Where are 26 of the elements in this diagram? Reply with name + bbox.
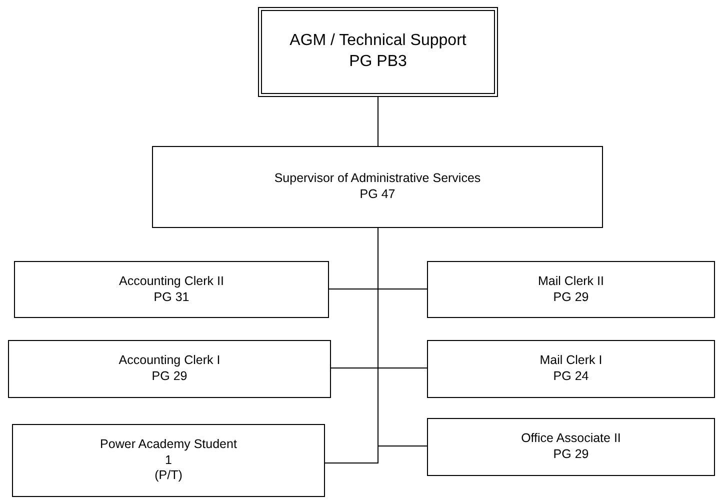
title-box [258, 7, 498, 97]
position-detail: PG PB3 [349, 52, 407, 72]
position-title: Supervisor of Administrative Services [274, 171, 481, 187]
position-title: Mail Clerk II [538, 274, 604, 290]
connector-line [378, 228, 428, 446]
position-detail: 1 [165, 452, 172, 468]
position-detail: PG 29 [553, 290, 589, 306]
position-box [12, 424, 325, 497]
position-title: AGM / Technical Support [290, 31, 466, 52]
position-detail: PG 24 [553, 369, 589, 385]
position-detail: PG 31 [154, 290, 190, 306]
position-box [427, 340, 715, 398]
position-detail: (P/T) [154, 468, 182, 484]
position-title: Accounting Clerk II [119, 274, 224, 290]
position-detail: PG 47 [360, 187, 396, 203]
position-title: Accounting Clerk I [118, 353, 220, 369]
position-box [8, 340, 331, 398]
position-box [152, 146, 603, 228]
position-box [427, 261, 715, 318]
position-detail: PG 29 [152, 369, 188, 385]
position-title: Power Academy Student [100, 437, 237, 453]
position-title: Mail Clerk I [540, 353, 602, 369]
position-box [14, 261, 329, 318]
position-box [427, 418, 715, 476]
position-detail: PG 29 [553, 447, 589, 463]
position-title: Office Associate II [521, 431, 621, 447]
